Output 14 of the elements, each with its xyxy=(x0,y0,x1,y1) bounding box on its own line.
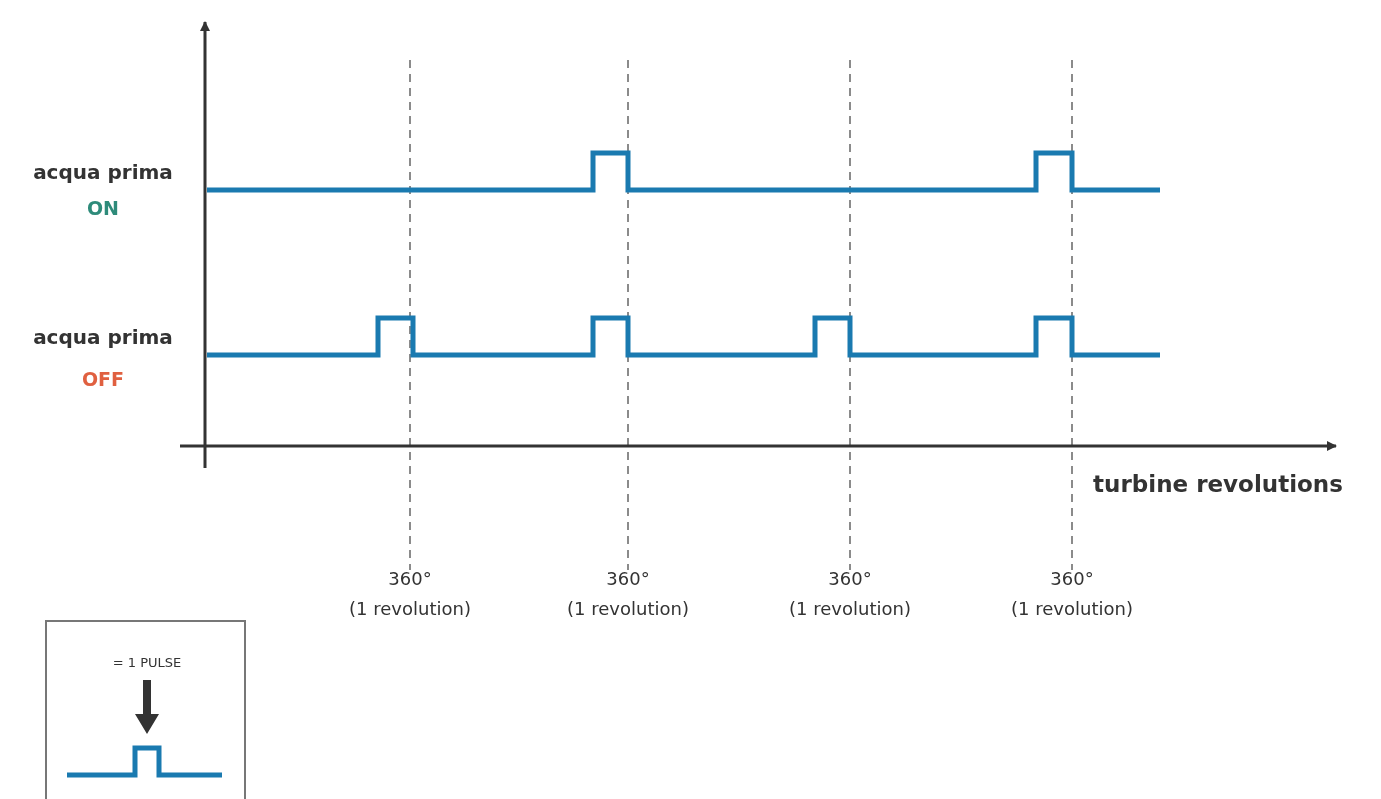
revolution-label: (1 revolution) xyxy=(349,597,471,619)
legend-text: = 1 PULSE xyxy=(112,654,182,670)
angle-label: 360° xyxy=(828,567,872,589)
angle-label: 360° xyxy=(1050,567,1094,589)
state-label: OFF xyxy=(81,368,125,390)
revolution-label: (1 revolution) xyxy=(1011,597,1133,619)
state-label: ON xyxy=(86,197,120,219)
signal-label: acqua prima xyxy=(33,160,173,184)
signal-label: acqua prima xyxy=(33,325,173,349)
angle-label: 360° xyxy=(388,567,432,589)
angle-label: 360° xyxy=(606,567,650,589)
axis-label: turbine revolutions xyxy=(1093,471,1343,497)
revolution-label: (1 revolution) xyxy=(789,597,911,619)
revolution-label: (1 revolution) xyxy=(567,597,689,619)
